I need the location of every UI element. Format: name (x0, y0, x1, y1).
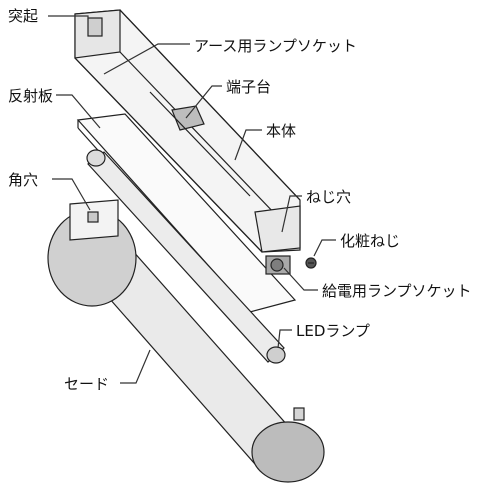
cosmetic-screw (305, 257, 317, 269)
label-led-lamp: LEDランプ (296, 322, 370, 340)
fixture-body (74, 9, 301, 253)
label-earth-lamp-socket: アース用ランプソケット (194, 37, 357, 55)
label-corner-hole: 角穴 (8, 171, 39, 189)
label-shade: セード (64, 375, 110, 393)
leader-lines (48, 15, 336, 384)
label-terminal-block: 端子台 (226, 78, 272, 96)
led-lamp-tube (86, 149, 286, 364)
label-body: 本体 (266, 122, 297, 140)
label-reflector: 反射板 (8, 87, 54, 105)
label-protrusion: 突起 (8, 7, 39, 25)
label-screw-hole: ねじ穴 (306, 188, 352, 206)
label-cosmetic-screw: 化粧ねじ (340, 232, 401, 250)
shade (47, 199, 325, 483)
label-feed-lamp-socket: 給電用ランプソケット (322, 282, 472, 300)
feed-lamp-socket (265, 255, 291, 275)
